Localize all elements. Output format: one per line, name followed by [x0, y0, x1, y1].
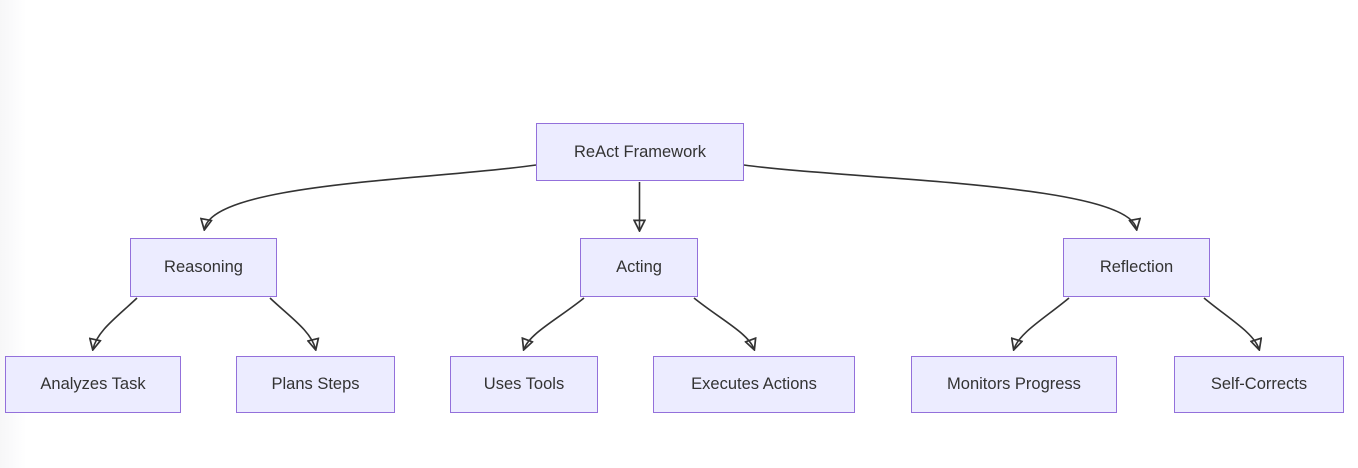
edge-acting-to-executes: [693, 297, 754, 349]
edge-react-to-reasoning: [205, 164, 537, 229]
node-reasoning: Reasoning: [130, 238, 277, 297]
edge-reflection-to-monitors: [1014, 297, 1070, 349]
node-uses-tools: Uses Tools: [450, 356, 598, 413]
node-uses-tools-label: Uses Tools: [483, 375, 565, 394]
edge-reflection-to-self: [1203, 297, 1259, 349]
edge-reasoning-to-analyzes: [93, 297, 138, 349]
node-analyzes-task-label: Analyzes Task: [40, 375, 146, 394]
edge-react-to-reflection: [743, 164, 1137, 229]
node-executes-actions: Executes Actions: [653, 356, 855, 413]
node-acting-label: Acting: [616, 258, 662, 277]
node-self-corrects-label: Self-Corrects: [1210, 375, 1308, 394]
node-executes-actions-label: Executes Actions: [691, 375, 817, 394]
node-react-framework-label: ReAct Framework: [573, 142, 707, 161]
node-monitors-progress: Monitors Progress: [911, 356, 1117, 413]
node-reflection-label: Reflection: [1099, 258, 1174, 277]
node-plans-steps-label: Plans Steps: [271, 375, 360, 394]
node-acting: Acting: [580, 238, 698, 297]
node-react-framework: ReAct Framework: [536, 123, 744, 181]
node-monitors-progress-label: Monitors Progress: [947, 375, 1081, 394]
edge-acting-to-uses: [524, 297, 585, 349]
node-self-corrects: Self-Corrects: [1174, 356, 1344, 413]
node-plans-steps: Plans Steps: [236, 356, 395, 413]
node-analyzes-task: Analyzes Task: [5, 356, 181, 413]
edge-reasoning-to-plans: [269, 297, 316, 349]
node-reasoning-label: Reasoning: [164, 258, 243, 277]
node-reflection: Reflection: [1063, 238, 1210, 297]
